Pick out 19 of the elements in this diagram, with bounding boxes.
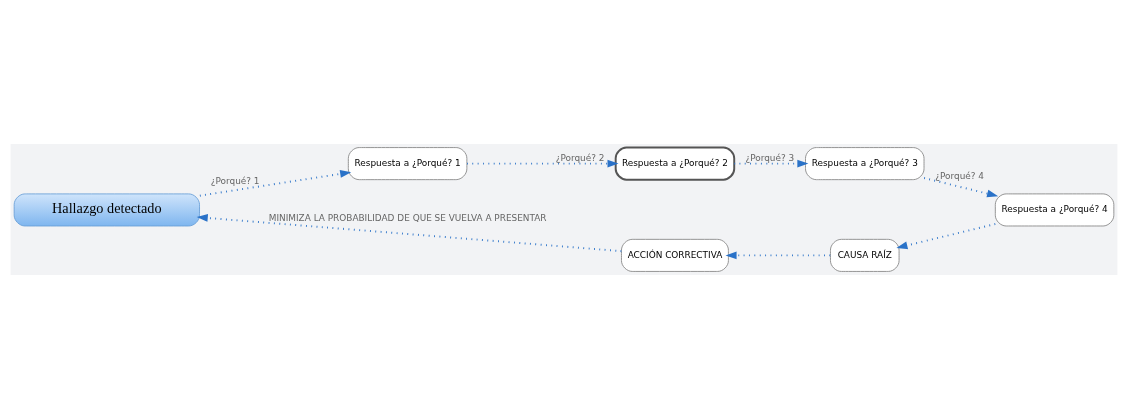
arrow [725,251,832,259]
arrow [198,169,352,197]
node-box: Respuesta a ¿Porqué? 2 [614,146,736,181]
edge-label: ¿Porqué? 1 [210,175,260,186]
edge-label: MINIMIZA LA PROBABILIDAD DE QUE SE VUELVA A PRESENTAR [268,212,547,223]
arrow [466,159,619,167]
node-box: CAUSA RAÍZ [830,238,900,272]
node-box: ACCIÓN CORRECTIVA [621,238,729,272]
edge-label: ¿Porqué? 3 [745,152,795,163]
arrow [896,222,997,249]
arrow [196,213,623,252]
node-box: Hallazgo detectado [13,192,200,226]
node-box: Respuesta a ¿Porqué? 1 [347,146,468,180]
arrow [733,159,809,167]
arrow [923,176,999,197]
node-box: Respuesta a ¿Porqué? 3 [805,146,925,180]
edge-label: ¿Porqué? 2 [555,152,605,163]
edge-label: ¿Porqué? 4 [935,170,985,181]
node-box: Respuesta a ¿Porqué? 4 [994,192,1115,226]
